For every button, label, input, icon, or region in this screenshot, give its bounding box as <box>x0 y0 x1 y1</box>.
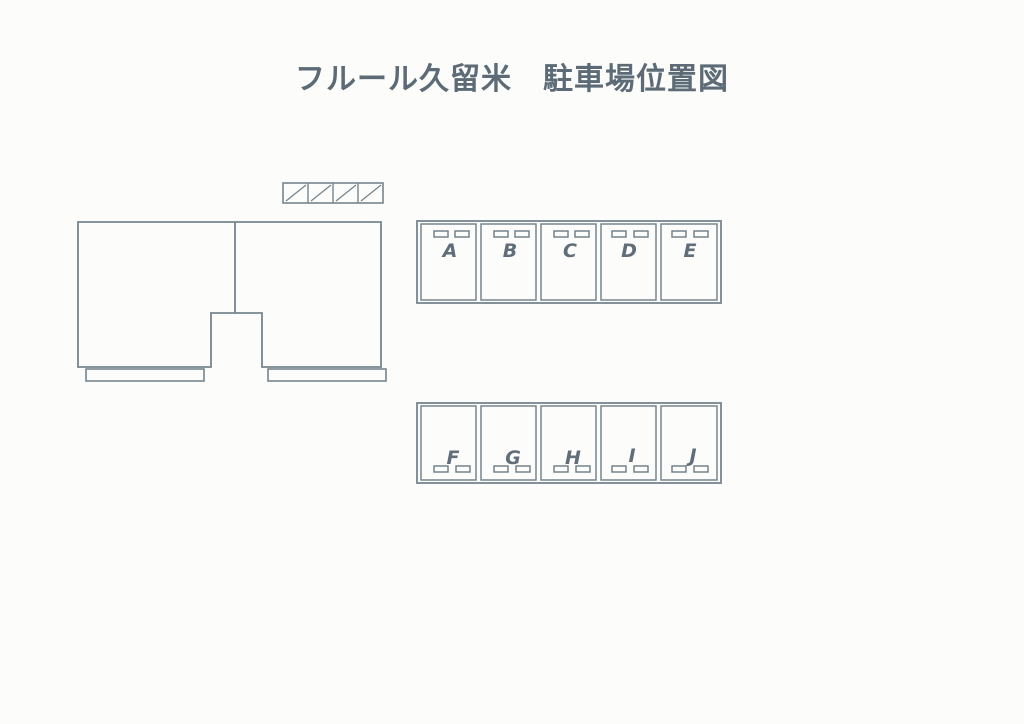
stall-label: G <box>505 447 521 469</box>
car-stopper-icon <box>433 465 449 473</box>
car-stopper-icon <box>633 465 649 473</box>
parking-row-top: A B C D <box>416 220 722 304</box>
stall-label: I <box>628 445 635 467</box>
stall-label: B <box>503 240 517 262</box>
car-stopper-icon <box>493 230 509 238</box>
parking-stall-C[interactable]: C <box>540 223 597 301</box>
parking-stall-G[interactable]: G <box>480 405 537 481</box>
parking-stall-D[interactable]: D <box>600 223 657 301</box>
car-stopper-icon <box>454 230 470 238</box>
right-entrance-strip <box>267 368 387 382</box>
parking-stall-I[interactable]: I <box>600 405 657 481</box>
car-stopper-icon <box>693 465 709 473</box>
car-stopper-icon <box>553 465 569 473</box>
parking-stall-H[interactable]: H <box>540 405 597 481</box>
page-title: フルール久留米 駐車場位置図 <box>295 62 729 97</box>
stall-label: F <box>447 447 460 469</box>
parking-stall-F[interactable]: F <box>420 405 477 481</box>
car-stopper-icon <box>611 230 627 238</box>
car-stopper-icon <box>671 465 687 473</box>
car-stopper-icon <box>611 465 627 473</box>
car-stopper-icon <box>493 465 509 473</box>
car-stopper-icon <box>514 230 530 238</box>
car-stopper-icon <box>553 230 569 238</box>
car-stopper-icon <box>633 230 649 238</box>
stall-label: C <box>563 240 577 262</box>
stall-label: J <box>685 445 696 467</box>
parking-stall-A[interactable]: A <box>420 223 477 301</box>
car-stopper-icon <box>575 465 591 473</box>
car-stopper-icon <box>574 230 590 238</box>
parking-stall-J[interactable]: J <box>660 405 718 481</box>
stall-label: D <box>621 240 637 262</box>
left-entrance-strip <box>85 368 205 382</box>
parking-stall-E[interactable]: E <box>660 223 718 301</box>
car-stopper-icon <box>515 465 531 473</box>
car-stopper-icon <box>693 230 709 238</box>
building-outline <box>77 221 382 368</box>
stall-label: E <box>684 240 697 262</box>
parking-stall-B[interactable]: B <box>480 223 537 301</box>
stall-label: A <box>441 240 458 262</box>
car-stopper-icon <box>671 230 687 238</box>
parking-row-bottom: F G H I <box>416 402 722 484</box>
stall-label: H <box>565 447 581 469</box>
car-stopper-icon <box>433 230 449 238</box>
car-stopper-icon <box>455 465 471 473</box>
hatched-shelter <box>282 182 384 204</box>
